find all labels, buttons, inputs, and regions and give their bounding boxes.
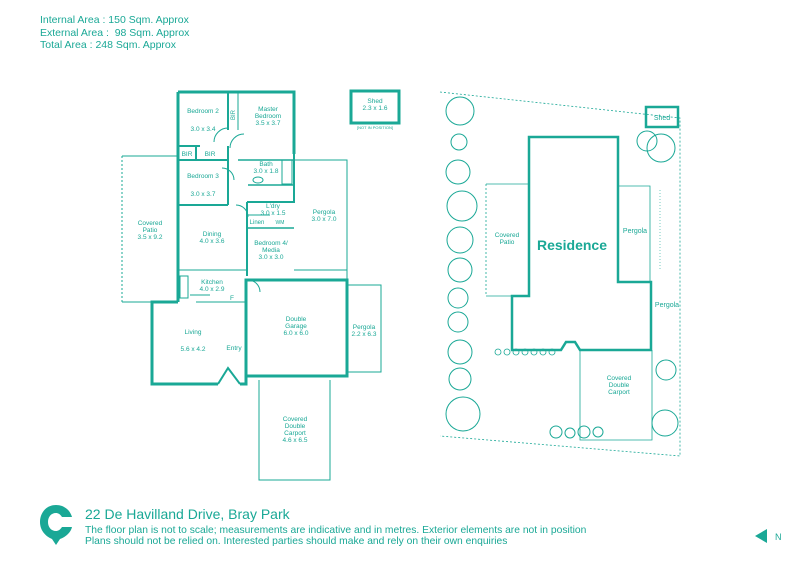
shed-note: [NOT IN POSITION] xyxy=(357,125,393,130)
patio-size: 3.5 x 9.2 xyxy=(138,234,163,241)
garage-name1: Double xyxy=(286,316,307,323)
kitchen-size: 4.0 x 2.9 xyxy=(200,286,225,293)
wm-label: WM xyxy=(276,220,285,226)
site-pergola-bottom: Pergola xyxy=(655,302,679,309)
fridge-label: F xyxy=(230,295,234,302)
area-summary: Internal Area : 150 Sqm. Approx External… xyxy=(40,14,189,52)
residence-label: Residence xyxy=(537,237,607,253)
master-name1: Master xyxy=(258,106,279,113)
site-labels: Residence Shed Covered Patio Pergola Per… xyxy=(495,115,679,396)
site-plan xyxy=(439,91,681,457)
bedroom2-size: 3.0 x 3.4 xyxy=(191,126,216,133)
disclaimer-line1: The floor plan is not to scale; measurem… xyxy=(85,525,587,536)
entry-label: Entry xyxy=(226,345,242,352)
bedroom3-size: 3.0 x 3.7 xyxy=(191,191,216,198)
site-pergola-top: Pergola xyxy=(623,228,647,235)
site-patio1: Covered xyxy=(495,232,520,239)
bedroom4-name1: Bedroom 4/ xyxy=(254,240,288,247)
carport-name1: Covered xyxy=(283,416,308,423)
bedroom3-name: Bedroom 3 xyxy=(187,173,219,180)
bedroom4-name2: Media xyxy=(262,247,280,254)
carport-size: 4.6 x 6.5 xyxy=(283,437,308,444)
garage-size: 6.0 x 6.0 xyxy=(284,330,309,337)
disclaimer-line2: Plans should not be relied on. Intereste… xyxy=(85,536,508,547)
external-area: External Area : 98 Sqm. Approx xyxy=(40,26,190,39)
pergola2-size: 2.2 x 6.3 xyxy=(352,331,377,338)
pergola1-size: 3.0 x 7.0 xyxy=(312,216,337,223)
property-address: 22 De Havilland Drive, Bray Park xyxy=(85,506,290,522)
dining-size: 4.0 x 3.6 xyxy=(200,238,225,245)
patio-name2: Patio xyxy=(143,227,158,234)
room-labels: Bedroom 2 3.0 x 3.4 Master Bedroom 3.5 x… xyxy=(138,98,393,444)
site-patio2: Patio xyxy=(500,239,515,246)
dining-name: Dining xyxy=(203,231,222,238)
garage-name2: Garage xyxy=(285,323,307,330)
brand-logo-icon xyxy=(40,505,72,545)
patio-name1: Covered xyxy=(138,220,163,227)
site-carport2: Double xyxy=(609,382,630,389)
carport-name3: Carport xyxy=(284,430,306,437)
master-name2: Bedroom xyxy=(255,113,281,120)
north-label: N xyxy=(775,532,782,542)
bir1: BIR xyxy=(182,151,193,158)
shed-name: Shed xyxy=(367,98,383,105)
bath-size: 3.0 x 1.8 xyxy=(254,168,279,175)
site-shed-label: Shed xyxy=(654,115,670,122)
bir-master: BIR xyxy=(231,109,237,120)
bir2: BIR xyxy=(205,151,216,158)
north-arrow-icon: N xyxy=(755,529,782,543)
bedroom2-name: Bedroom 2 xyxy=(187,108,219,115)
floor-plan xyxy=(121,89,401,481)
pergola1-name: Pergola xyxy=(313,209,336,216)
linen-label: Linen xyxy=(250,220,265,226)
total-area: Total Area : 248 Sqm. Approx xyxy=(40,39,176,51)
internal-area: Internal Area : 150 Sqm. Approx xyxy=(40,14,189,26)
bath-name: Bath xyxy=(259,161,273,168)
living-name: Living xyxy=(185,329,202,336)
living-size: 5.6 x 4.2 xyxy=(181,346,206,353)
site-carport1: Covered xyxy=(607,375,632,382)
ldry-name: L'dry xyxy=(266,203,281,210)
site-carport3: Carport xyxy=(608,389,630,396)
pergola2-name: Pergola xyxy=(353,324,376,331)
shed-size: 2.3 x 1.6 xyxy=(363,105,388,112)
ldry-size: 3.0 x 1.5 xyxy=(261,210,286,217)
carport-name2: Double xyxy=(285,423,306,430)
kitchen-name: Kitchen xyxy=(201,279,223,286)
bedroom4-size: 3.0 x 3.0 xyxy=(259,254,284,261)
disclaimer: The floor plan is not to scale; measurem… xyxy=(85,525,586,547)
master-size: 3.5 x 3.7 xyxy=(256,120,281,127)
